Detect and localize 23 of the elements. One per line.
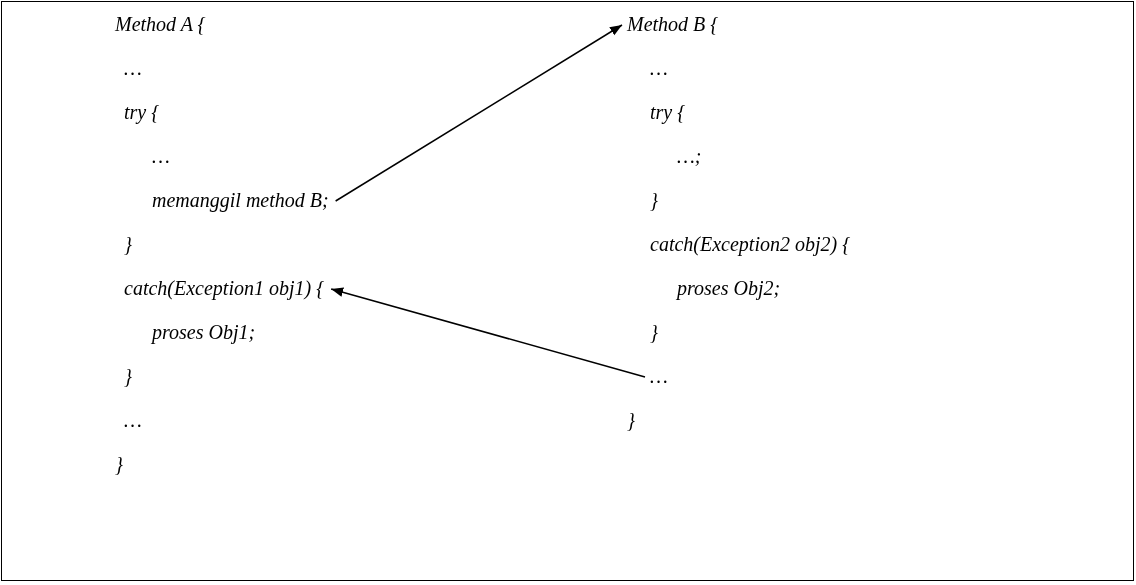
code-line: catch(Exception2 obj2) {	[650, 232, 851, 256]
code-line: }	[650, 188, 658, 212]
code-line: memanggil method B;	[152, 188, 329, 212]
code-line: …	[124, 408, 142, 432]
code-line: try {	[124, 100, 160, 124]
code-line: …	[152, 144, 170, 168]
code-line: }	[627, 408, 635, 432]
code-line: catch(Exception1 obj1) {	[124, 276, 325, 300]
code-line: proses Obj2;	[677, 276, 781, 300]
code-line: Method A {	[115, 12, 206, 36]
arrow	[330, 287, 646, 378]
code-line: …;	[677, 144, 702, 168]
arrow	[334, 24, 623, 202]
code-line: …	[124, 56, 142, 80]
code-line: …	[650, 364, 668, 388]
code-line: }	[124, 364, 132, 388]
code-line: …	[650, 56, 668, 80]
code-line: }	[650, 320, 658, 344]
code-line: proses Obj1;	[152, 320, 256, 344]
code-line: Method B {	[627, 12, 719, 36]
code-line: }	[124, 232, 132, 256]
code-line: }	[115, 452, 123, 476]
code-line: try {	[650, 100, 686, 124]
